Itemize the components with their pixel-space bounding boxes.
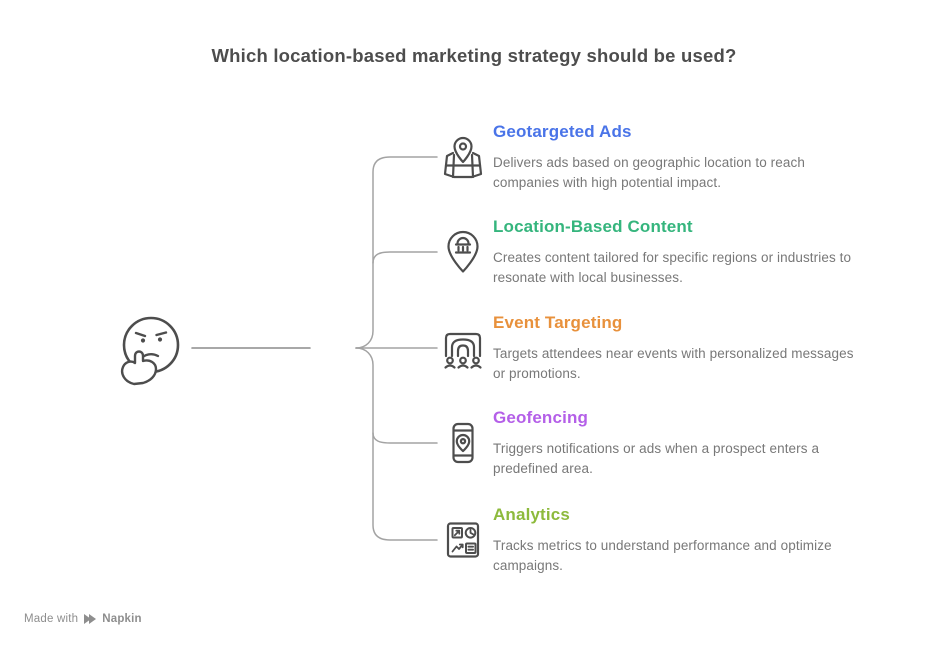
branch-line-2	[372, 251, 438, 264]
strategy-description: Tracks metrics to understand performance…	[493, 538, 832, 573]
location-pin-building-icon	[441, 230, 485, 274]
branch-line-1	[355, 156, 438, 349]
thinking-face-icon	[112, 304, 192, 388]
page-title: Which location-based marketing strategy …	[211, 45, 737, 66]
strategy-description: Targets attendees near events with perso…	[493, 346, 854, 381]
branch-line-4	[372, 432, 438, 444]
branch-line-5	[355, 347, 438, 541]
made-with-label: Made with	[24, 613, 79, 625]
strategy-item-analytics: Analytics Tracks metrics to understand p…	[441, 505, 916, 575]
phone-pin-icon	[441, 421, 485, 465]
strategy-description: Delivers ads based on geographic locatio…	[493, 155, 805, 190]
made-with-napkin-badge: Made with Napkin	[24, 612, 142, 626]
strategy-item-geofencing: Geofencing Triggers notifications or ads…	[441, 408, 916, 478]
napkin-brand-label: Napkin	[102, 613, 142, 625]
strategy-title: Geotargeted Ads	[493, 122, 632, 141]
napkin-logo-icon	[83, 612, 97, 626]
map-location-icon	[441, 135, 485, 179]
event-crowd-icon	[441, 326, 485, 370]
strategy-item-location-based-content: Location-Based Content Creates content t…	[441, 217, 916, 287]
strategy-title: Geofencing	[493, 408, 589, 427]
strategy-title: Location-Based Content	[493, 217, 693, 236]
strategy-title: Event Targeting	[493, 313, 623, 332]
strategy-item-geotargeted-ads: Geotargeted Ads Delivers ads based on ge…	[441, 122, 916, 192]
strategy-description: Triggers notifications or ads when a pro…	[493, 441, 820, 476]
strategy-title: Analytics	[493, 505, 570, 524]
strategy-item-event-targeting: Event Targeting Targets attendees near e…	[441, 313, 916, 383]
strategy-description: Creates content tailored for specific re…	[493, 250, 852, 285]
analytics-dashboard-icon	[441, 518, 485, 562]
